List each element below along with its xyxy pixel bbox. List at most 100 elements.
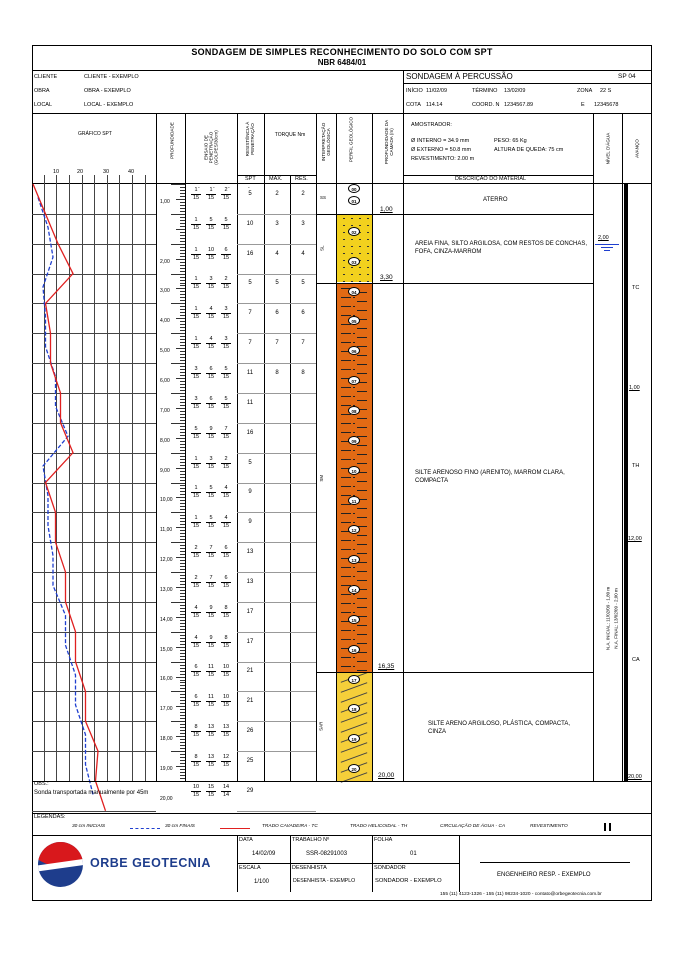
blow-depth: 15 [207, 642, 215, 649]
sand-dot [351, 224, 353, 227]
fraction-bar [206, 761, 216, 762]
blow-count: 1 [209, 186, 213, 193]
depth-tick [180, 560, 185, 562]
depth-tick [171, 363, 185, 365]
depth-label: 13,00 [160, 586, 173, 593]
depth-tick [176, 646, 185, 648]
silt-hatch [341, 431, 351, 433]
silt-hatch [341, 647, 351, 649]
spt-value: 13 [246, 549, 254, 556]
blow-depth: 15 [192, 314, 200, 321]
row-line [237, 452, 316, 454]
divider [403, 175, 593, 176]
depth-tick [180, 637, 185, 639]
silt-dot [353, 449, 355, 451]
sand-dot [367, 273, 369, 276]
fraction-bar [206, 581, 216, 583]
blow-depth: 15 [207, 433, 215, 440]
local-label: LOCAL [34, 102, 53, 108]
silt-hatch [357, 444, 367, 446]
divider [403, 113, 404, 781]
blow-depth: 15 [222, 194, 230, 201]
depth-tick [180, 598, 185, 600]
depth-tick [180, 434, 185, 436]
depth-tick [180, 658, 185, 660]
fraction-bar [206, 462, 216, 464]
blow-count: 2 [224, 186, 228, 193]
blow-count: 9 [209, 604, 213, 611]
depth-tick [180, 279, 185, 281]
depth-tick [180, 733, 185, 735]
depth-tick [180, 679, 185, 681]
spt-value: 7 [248, 310, 252, 317]
silt-dot [353, 638, 355, 640]
fraction-bar [221, 313, 231, 315]
sand-dot [343, 238, 345, 241]
layer-desc-1: ATERRO [483, 197, 508, 203]
blow-depth: 15 [222, 403, 230, 410]
fraction-bar [191, 611, 201, 613]
silt-hatch [341, 467, 351, 469]
chart-grid-line [32, 213, 156, 215]
termino-label: TÉRMINO [472, 88, 498, 94]
depth-tick [180, 760, 185, 762]
chart-grid-line [32, 661, 156, 663]
blow-count: 11 [208, 694, 214, 701]
blow-depth: 15 [222, 732, 230, 739]
blow-depth: 15 [222, 612, 230, 619]
blow-count: 8 [224, 604, 228, 611]
sand-dot [343, 273, 345, 276]
fraction-bar [221, 761, 231, 762]
silt-hatch [357, 435, 367, 437]
depth-tick [180, 201, 185, 203]
silt-hatch [341, 296, 351, 298]
depth-tick [171, 482, 185, 484]
fraction-bar [206, 552, 216, 554]
depth-tick [171, 721, 185, 723]
depth-tick [180, 372, 185, 374]
silt-dot [353, 602, 355, 604]
fraction-bar [191, 731, 201, 733]
depth-tick [180, 718, 185, 720]
depth-tick [176, 676, 185, 678]
sand-dot [367, 280, 369, 283]
obra-label: OBRA [34, 88, 50, 94]
fraction-bar [206, 372, 216, 374]
legend-red-line [220, 828, 250, 829]
blow-depth: 15 [192, 373, 200, 380]
torque-max: 2 [275, 190, 279, 197]
logo-text: ORBE GEOTECNIA [90, 856, 211, 870]
chart-grid-line [132, 175, 133, 781]
silt-hatch [357, 381, 367, 383]
blow-count: 6 [194, 694, 198, 701]
depth-tick [180, 401, 185, 403]
silt-hatch [341, 386, 351, 388]
blow-depth: 15 [207, 493, 215, 500]
legend-blue-line [130, 828, 160, 829]
chart-grid-line [32, 363, 156, 365]
axis-tick: 30 [103, 169, 110, 175]
sand-dot [351, 217, 353, 220]
blow-count: 4 [209, 306, 213, 313]
blow-depth: 15 [207, 284, 215, 291]
fraction-bar [191, 402, 201, 404]
blow-count: 5 [224, 216, 228, 223]
layer-boundary [316, 213, 336, 215]
blow-depth: 15 [192, 702, 200, 709]
legend-initial: 30 cm INICIAIS [72, 824, 106, 829]
fraction-bar [206, 731, 216, 733]
diam-ext: Ø EXTERNO = 50.8 mm [411, 147, 472, 153]
silt-dot [353, 395, 355, 397]
depth-tick [180, 389, 185, 391]
depth-tick [180, 763, 185, 765]
silt-hatch [357, 606, 367, 608]
layer-desc-2: AREIA FINA, SILTO ARGILOSA, COM RESTOS D… [415, 241, 588, 256]
row-line [237, 243, 316, 245]
layer-boundary [316, 282, 336, 284]
depth-tick [176, 557, 185, 559]
local-value: LOCAL - EXEMPLO [84, 102, 134, 108]
sand-dot [343, 224, 345, 227]
depth-tick [176, 527, 185, 529]
spt-value: 10 [246, 220, 254, 227]
silt-hatch [341, 638, 351, 640]
